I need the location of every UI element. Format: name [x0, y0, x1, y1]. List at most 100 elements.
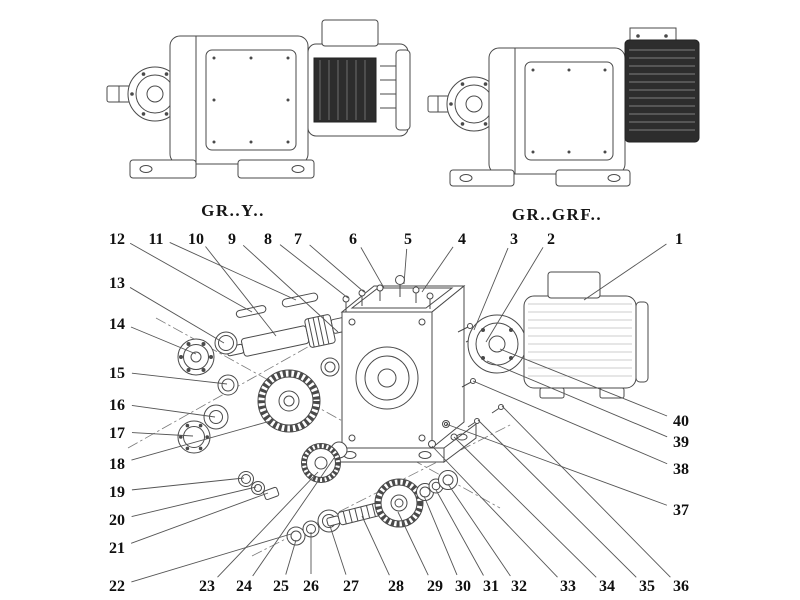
leader-line-7: [309, 244, 365, 293]
callout-28: 28: [388, 578, 404, 595]
leader-line-30: [423, 495, 458, 576]
motor-assembly: [467, 271, 649, 399]
leader-line-19: [131, 477, 245, 491]
callout-35: 35: [639, 578, 655, 595]
callout-18: 18: [109, 456, 125, 473]
leader-line-21: [130, 492, 269, 544]
callout-7: 7: [294, 231, 302, 248]
leader-line-6: [360, 247, 385, 289]
leader-line-34: [453, 436, 597, 578]
leader-line-31: [435, 489, 484, 576]
callout-22: 22: [109, 578, 125, 595]
bearing-front: [177, 338, 215, 376]
ring-small: [320, 357, 340, 377]
leader-line-16: [131, 405, 216, 418]
leader-line-28: [361, 515, 390, 576]
leader-line-13: [129, 287, 225, 344]
leader-line-36: [501, 405, 671, 578]
callout-21: 21: [109, 540, 125, 557]
callout-17: 17: [109, 425, 125, 442]
callout-14: 14: [109, 316, 125, 333]
leader-line-33: [431, 445, 558, 578]
leader-line-40: [499, 348, 668, 417]
callout-23: 23: [199, 578, 215, 595]
foot-left-2: [237, 159, 315, 179]
leader-line-25: [285, 539, 297, 575]
callout-33: 33: [560, 578, 576, 595]
callout-29: 29: [427, 578, 443, 595]
callout-2: 2: [547, 231, 555, 248]
leader-line-9: [242, 244, 339, 333]
callout-10: 10: [188, 231, 204, 248]
terminal-box: [547, 271, 601, 299]
leader-line-39: [486, 360, 668, 438]
fan-cowl: [635, 301, 649, 383]
terminal-box-left: [321, 19, 379, 47]
foot-left-1: [129, 159, 197, 179]
gear-housing-right: [488, 47, 626, 175]
callout-19: 19: [109, 484, 125, 501]
sleeve-16: [203, 404, 229, 430]
callout-26: 26: [303, 578, 319, 595]
leader-line-1: [583, 243, 667, 301]
callout-40: 40: [673, 413, 689, 430]
eye-bolt: [395, 275, 405, 285]
leader-line-32: [447, 483, 511, 577]
gear-large: [257, 369, 321, 433]
leader-line-35: [477, 419, 637, 578]
callout-36: 36: [673, 578, 689, 595]
callout-13: 13: [109, 275, 125, 292]
callout-25: 25: [273, 578, 289, 595]
fan-cowl-left: [395, 49, 411, 131]
assembled-view-gr-y: [106, 19, 411, 179]
callout-9: 9: [228, 231, 236, 248]
callout-31: 31: [483, 578, 499, 595]
callout-32: 32: [511, 578, 527, 595]
leader-line-10: [205, 246, 277, 337]
leader-line-2: [485, 247, 544, 343]
small-washers: [238, 471, 280, 501]
callout-37: 37: [673, 502, 689, 519]
washer-15: [217, 374, 239, 396]
leader-line-23: [217, 471, 319, 578]
motor-body: [523, 295, 637, 389]
leader-line-4: [421, 246, 454, 293]
callout-6: 6: [349, 231, 357, 248]
leader-line-17: [131, 432, 194, 437]
input-shaft: [226, 314, 350, 357]
leader-line-37: [445, 423, 668, 506]
callout-8: 8: [264, 231, 272, 248]
callout-27: 27: [343, 578, 359, 595]
leader-line-24: [252, 457, 335, 577]
exploded-view: [127, 271, 649, 557]
leader-line-20: [131, 486, 257, 517]
leader-line-14: [130, 326, 197, 355]
callout-34: 34: [599, 578, 615, 595]
callout-16: 16: [109, 397, 125, 414]
leader-line-5: [403, 248, 408, 285]
leader-line-38: [472, 380, 668, 465]
key-large: [281, 292, 319, 308]
motor-stator-left: [313, 57, 377, 123]
leader-line-15: [131, 372, 228, 385]
leader-line-11: [169, 242, 297, 301]
leader-line-18: [131, 419, 275, 461]
callout-24: 24: [236, 578, 252, 595]
leader-line-27: [329, 525, 347, 575]
callout-4: 4: [458, 231, 466, 248]
leader-line-8: [279, 244, 349, 299]
ribbed-cover: [624, 39, 700, 143]
output-shaft-assembly: [286, 470, 458, 546]
callout-39: 39: [673, 434, 689, 451]
callout-15: 15: [109, 365, 125, 382]
callout-1: 1: [675, 231, 683, 248]
callout-11: 11: [148, 231, 163, 248]
leader-line-3: [473, 247, 509, 331]
leader-line-12: [129, 242, 253, 313]
gear-cluster: [301, 441, 348, 483]
model-label-gr-grf: GR..GRF..: [511, 205, 603, 224]
assembled-view-gr-grf: [427, 27, 700, 187]
